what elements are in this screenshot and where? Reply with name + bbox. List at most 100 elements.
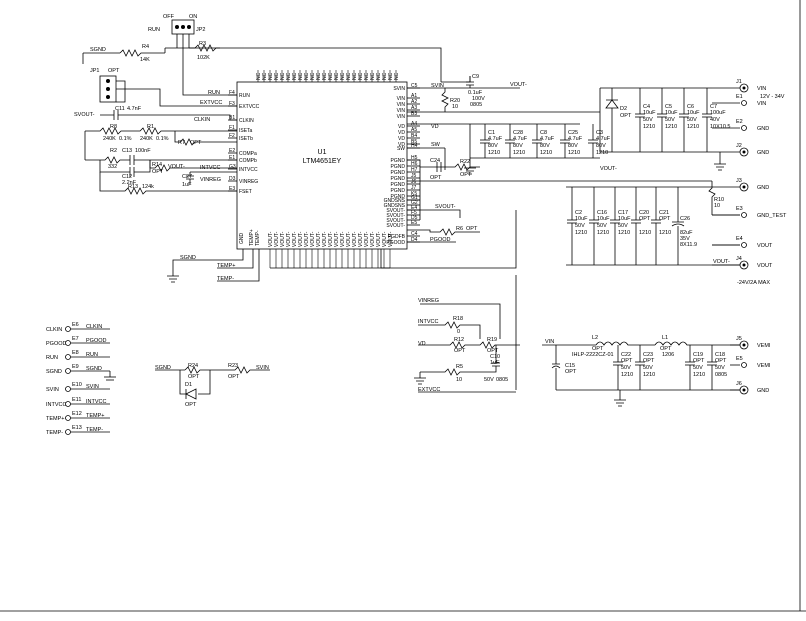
u1-tempm-net: TEMP- — [217, 276, 234, 282]
u1-vout-pin-label: VOUT- — [388, 231, 394, 247]
u1-nc-pin-label: NC — [316, 72, 322, 80]
conn-turret-e2 — [741, 125, 747, 131]
tp-turret-e11 — [65, 401, 71, 407]
jp2-run-label: RUN — [148, 27, 160, 33]
c13-value: 100nF — [135, 148, 151, 154]
tp-ref-e13: E13 — [72, 425, 82, 431]
bulk-cap-c4-value: 10uF — [643, 110, 656, 116]
tp-turret-e10 — [65, 386, 71, 392]
r3-ref: R3 — [199, 41, 206, 47]
u1-pin-num-k5: K5 — [411, 191, 417, 197]
filter-cap-c19-ref: C19 — [693, 352, 703, 358]
conn-net-j3: GND — [757, 185, 769, 191]
conn-ref-e1: E1 — [736, 94, 743, 100]
conn-ref-j1: J1 — [736, 79, 742, 85]
filter-jack-j6 — [739, 385, 749, 395]
filter-cap-c18-package: 0805 — [715, 372, 727, 378]
c10-cap — [485, 345, 500, 373]
c12-cap — [129, 167, 135, 177]
u1-nc-pin-label: NC — [256, 72, 262, 80]
vout-max-note: -24V/2A MAX — [737, 280, 770, 286]
filter-vin-net: VIN — [545, 339, 554, 345]
u1-pin-num-e3: E3 — [229, 186, 235, 192]
r1-value: 240K — [140, 136, 153, 142]
c9-voltage: 100V — [472, 96, 485, 102]
c26-ref: C26 — [680, 216, 690, 222]
filter-conn-net-e5: VEMI — [757, 363, 771, 369]
d1-diode — [185, 388, 197, 400]
jp2-pin-1 — [175, 25, 179, 29]
cout-cap-c21-package: 1210 — [659, 230, 671, 236]
conn-net-j1: VIN — [757, 86, 766, 92]
conn-net-e4: VOUT — [757, 243, 773, 249]
u1-ic: U1 LTM4651EY RUNF4EXTVCCF3CLKINB1ISETaF1… — [228, 70, 420, 269]
c26-package: 8X11.9 — [680, 242, 697, 248]
r6-value: OPT — [466, 226, 478, 232]
vinreg-net: VINREG — [418, 298, 439, 304]
u1-pin-num-h4: H4 — [411, 143, 418, 149]
u1-intvcc-net: INTVCC — [200, 165, 221, 171]
r13-value: 124k — [142, 184, 154, 190]
u1-part: LTM4651EY — [303, 158, 342, 165]
cin-cap-c1-ref: C1 — [488, 130, 495, 136]
bulk-cap-c4-package: 1210 — [643, 124, 655, 130]
filter-cap-c22-ref: C22 — [621, 352, 631, 358]
u1-pin-name-clkin: CLKIN — [239, 118, 254, 124]
u1-pin-name-intvcc: INTVCC — [239, 167, 258, 173]
cout-cap-c20-value: OPT — [639, 216, 651, 222]
cout-cap-c21-ref: C21 — [659, 210, 669, 216]
r12-value: OPT — [454, 348, 466, 354]
u1-pin-num-c4: C4 — [411, 231, 418, 237]
u1-vinreg-net: VINREG — [200, 177, 221, 183]
u1-vout-pin-label: VOUT- — [376, 231, 382, 247]
u1-sgnd-net: SGND — [180, 255, 196, 261]
c27-ref: C27 — [182, 174, 192, 180]
conn-net-e2: GND — [757, 126, 769, 132]
tp-wire-label-e8: RUN — [86, 352, 98, 358]
u1-pin-name-run: RUN — [239, 93, 250, 99]
u1-nc-pin-label: NC — [352, 72, 358, 80]
bulk-cap-c6-voltage: 50V — [687, 117, 697, 123]
l1-package: 1206 — [662, 352, 674, 358]
r23-ref: R23 — [228, 363, 238, 369]
l2-ref: L2 — [592, 335, 598, 341]
cin-cap-c8-voltage: 80V — [540, 143, 550, 149]
cin-cap-c3-ref: C3 — [596, 130, 603, 136]
r7-value: OPT — [190, 140, 202, 146]
cin-cap-c1-package: 1210 — [488, 150, 500, 156]
cin-cap-c25-ref: C25 — [568, 130, 578, 136]
cout-cap-c20-ref: C20 — [639, 210, 649, 216]
filter-conn-net-j5: VEMI — [757, 343, 771, 349]
bulk-cap-c4-ref: C4 — [643, 104, 650, 110]
u1-pin-num-b5: B5 — [411, 139, 417, 145]
jp2-on-label: ON — [189, 14, 197, 20]
r13-ref: R13 — [128, 184, 138, 190]
u1-pin-num-g2: G2 — [411, 200, 418, 206]
r13-resistor — [99, 172, 237, 195]
c13-cap — [129, 155, 135, 165]
cout-cap-c2-package: 1210 — [575, 230, 587, 236]
bulk-caps: C410uF50V1210C510uF50V1210C610uF50V1210C… — [635, 88, 731, 152]
u1-nc-pin-label: NC — [310, 72, 316, 80]
u1-vout-pin-label: VOUT- — [340, 231, 346, 247]
cout-cap-c2-value: 10uF — [575, 216, 588, 222]
c9-value: 0.1uF — [468, 90, 483, 96]
u1-pin-num-h6: H6 — [411, 161, 418, 167]
u1-vout-pin-label: VOUT- — [358, 231, 364, 247]
u1-pin-name-vd: VD — [398, 130, 405, 136]
u1-vout-pin-label: VOUT- — [328, 231, 334, 247]
filter-cap-c19-voltage: 50V — [693, 365, 703, 371]
u1-pin-num-c5: C5 — [411, 83, 418, 89]
r12-r19-resistors — [418, 341, 520, 349]
u1-pin-name-compb: COMPb — [239, 158, 257, 164]
conn-jack-pin — [742, 150, 746, 154]
vin-range-note: 12V - 34V — [760, 94, 785, 100]
extvcc-net: EXTVCC — [418, 387, 440, 393]
bulk-cap-c5-voltage: 50V — [665, 117, 675, 123]
c9-ref: C9 — [472, 74, 479, 80]
u1-pin-name-vin: VIN — [397, 114, 406, 120]
r2-ref: R2 — [110, 148, 117, 154]
